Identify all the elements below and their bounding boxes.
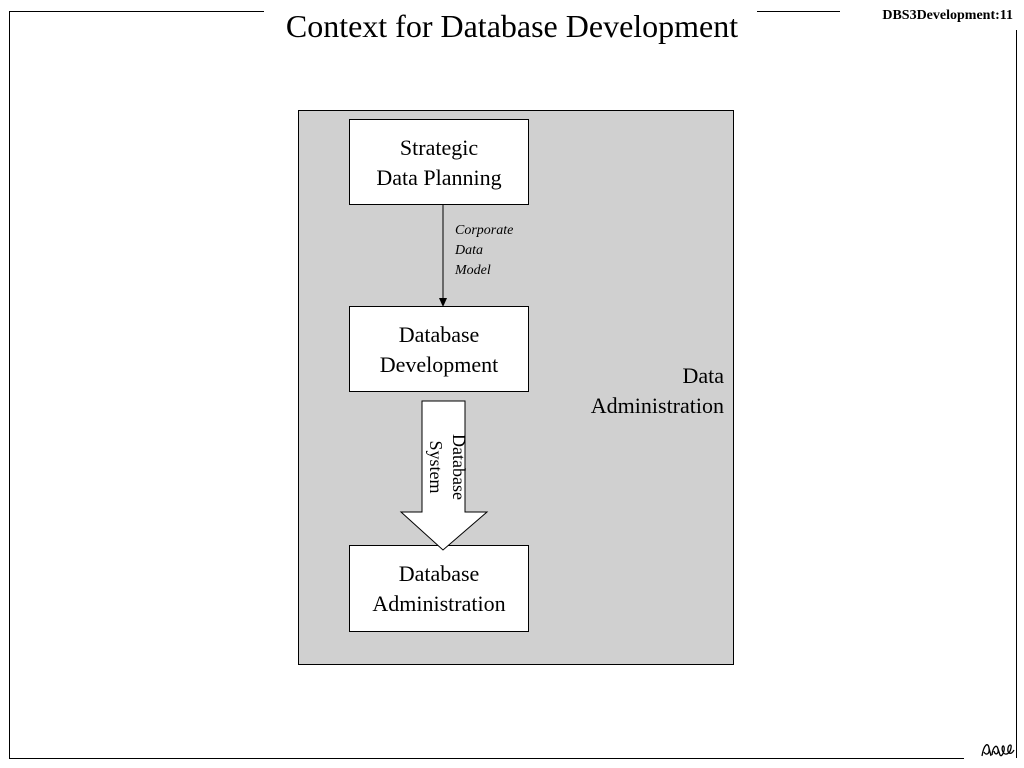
- slide-id: DBS3Development:11: [882, 8, 1013, 23]
- dbdev-box-line-1: Database: [398, 322, 480, 347]
- data-administration-label: Data Administration: [540, 361, 724, 421]
- corp-label-line-2: Data: [455, 243, 483, 258]
- slide-title: Context for Database Development: [285, 8, 739, 44]
- dbsys-label-line-2: System: [426, 440, 446, 494]
- strategic-data-planning-box: Strategic Data Planning: [349, 119, 529, 205]
- dbadmin-box-line-2: Administration: [372, 591, 506, 616]
- corporate-data-model-label: Corporate Data Model: [455, 221, 513, 281]
- admin-label-line-2: Administration: [590, 393, 724, 418]
- strategic-box-line-2: Data Planning: [376, 165, 502, 190]
- corporate-data-model-arrowhead: [439, 298, 447, 307]
- database-development-box: Database Development: [349, 306, 529, 392]
- logo-icon: [981, 744, 1015, 757]
- admin-label-line-1: Data: [682, 363, 724, 388]
- frame-bottom-line: [9, 758, 964, 759]
- frame-left-line: [9, 11, 10, 758]
- dbsys-label-line-1: Database: [449, 434, 469, 500]
- database-administration-box: Database Administration: [349, 545, 529, 632]
- dbdev-box-line-2: Development: [379, 352, 499, 377]
- frame-top-right-line: [757, 11, 840, 12]
- strategic-box-line-1: Strategic: [399, 135, 479, 160]
- dbadmin-box-line-1: Database: [398, 561, 480, 586]
- frame-right-line: [1016, 30, 1017, 758]
- frame-top-left-line: [9, 11, 264, 12]
- corp-label-line-3: Model: [455, 263, 491, 278]
- database-system-label: Database System: [416, 407, 470, 527]
- database-system-block-arrow: [399, 400, 489, 551]
- corp-label-line-1: Corporate: [455, 223, 514, 238]
